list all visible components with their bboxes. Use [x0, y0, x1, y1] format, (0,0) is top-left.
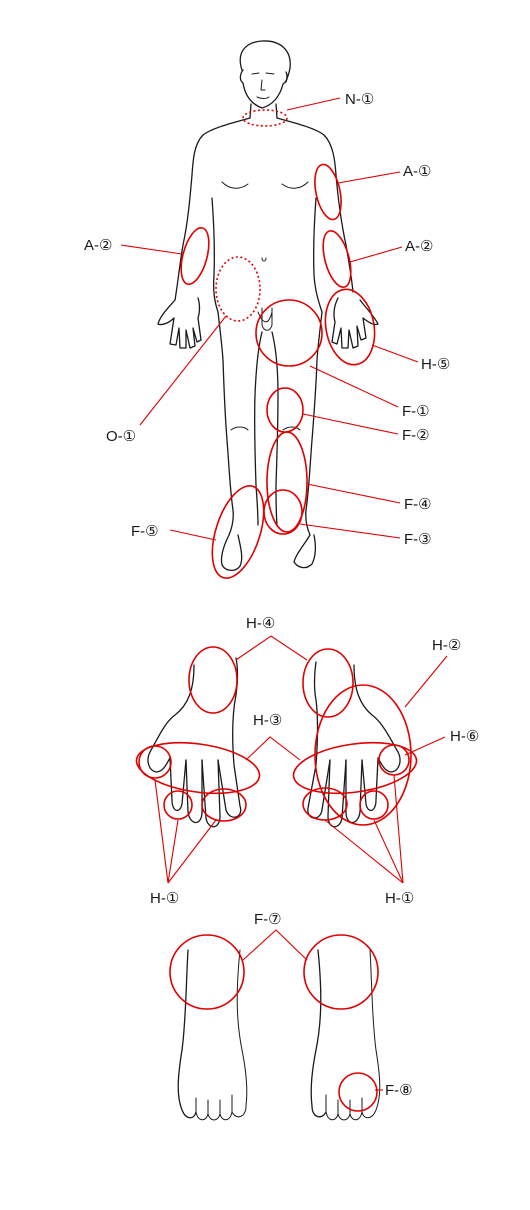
- label-h6: H-⑥: [450, 728, 479, 745]
- label-f3: F-③: [404, 531, 432, 548]
- marker-h5: [324, 288, 376, 366]
- label-f5: F-⑤: [131, 523, 159, 540]
- marker-h4-right: [302, 648, 354, 718]
- region-labels: N-① A-① A-② A-② H-⑤ F-① O-① F-② F-④ F-⑤ …: [84, 91, 479, 1099]
- marker-h1-left-f2: [201, 788, 247, 822]
- marker-h6: [378, 744, 410, 776]
- marker-n1: [242, 109, 288, 127]
- label-h4: H-④: [246, 615, 275, 632]
- label-h1-left: H-①: [150, 890, 179, 907]
- marker-o1: [215, 256, 261, 322]
- label-a1: A-①: [403, 163, 431, 180]
- hands-figure: [147, 657, 401, 828]
- marker-f8: [338, 1072, 378, 1112]
- marker-h3-left: [135, 741, 261, 795]
- marker-f7-right: [303, 934, 379, 1010]
- label-a2-left: A-②: [84, 237, 112, 254]
- label-o1: O-①: [106, 428, 136, 445]
- marker-f7-left: [169, 934, 245, 1010]
- marker-h1-left-f1: [163, 790, 193, 820]
- label-n1: N-①: [345, 91, 374, 108]
- label-a2-right: A-②: [405, 238, 433, 255]
- label-h2: H-②: [432, 637, 461, 654]
- leader-lines: [120, 97, 448, 1091]
- marker-h1-right-f2: [359, 790, 389, 820]
- label-h1-right: H-①: [385, 890, 414, 907]
- marker-a2-right: [322, 230, 352, 288]
- label-f1: F-①: [402, 403, 430, 420]
- marker-f2: [266, 387, 304, 433]
- marker-h4-left: [188, 646, 238, 714]
- label-f7: F-⑦: [254, 911, 282, 928]
- marker-f5: [211, 485, 265, 579]
- label-f4: F-④: [404, 496, 432, 513]
- marker-f4: [266, 431, 308, 533]
- marker-h1-left-thumb: [138, 745, 172, 779]
- feet-figure: [177, 949, 381, 1121]
- label-f2: F-②: [402, 427, 430, 444]
- marker-f3: [263, 489, 303, 535]
- label-h5: H-⑤: [421, 356, 450, 373]
- marker-h3-right: [292, 741, 418, 795]
- human-body-figure: [157, 40, 379, 572]
- marker-a2-left: [180, 227, 210, 285]
- region-markers: [135, 109, 418, 1112]
- marker-a1: [314, 163, 342, 221]
- label-f8: F-⑧: [385, 1082, 413, 1099]
- marker-f1: [255, 299, 323, 367]
- label-h3: H-③: [253, 712, 282, 729]
